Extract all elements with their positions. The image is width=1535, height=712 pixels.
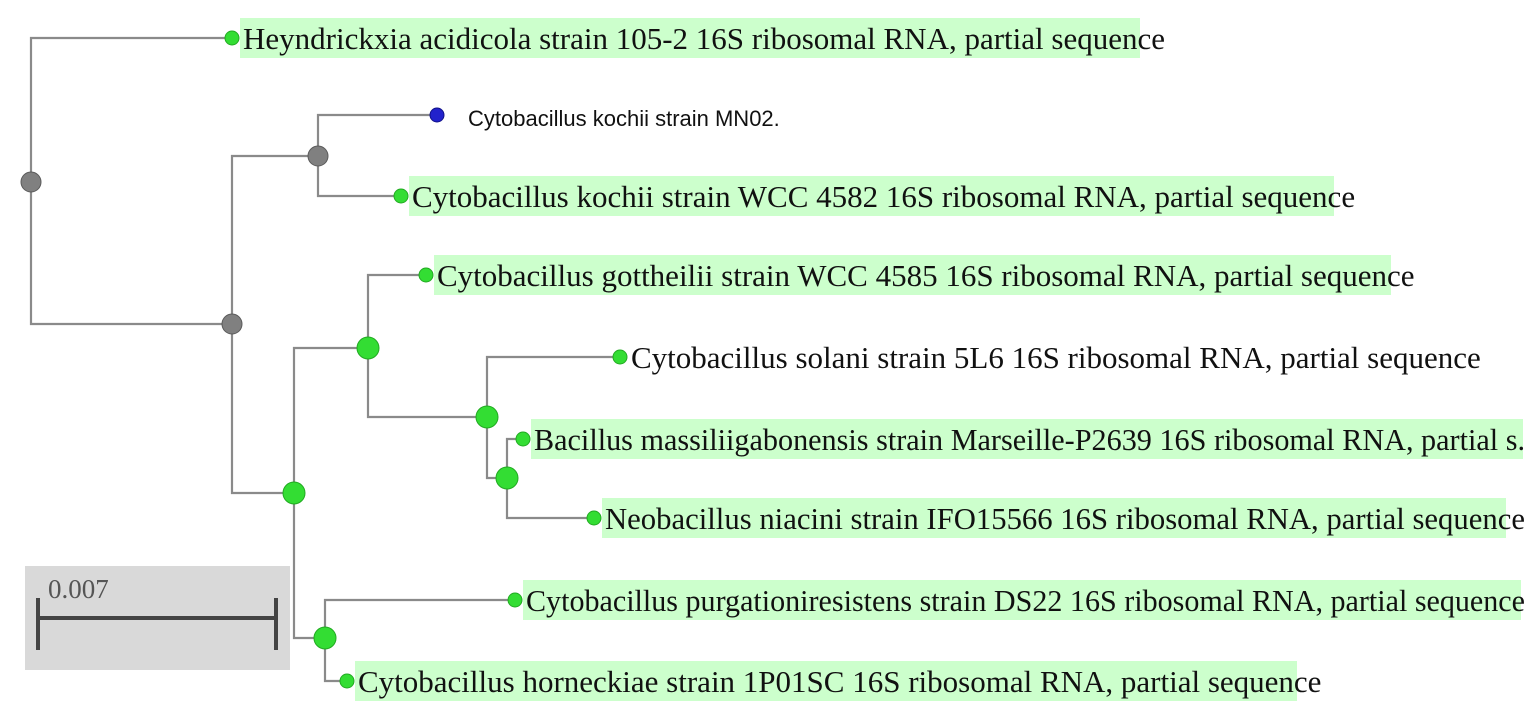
leaf-highlight-kochii-wcc4582: [409, 176, 1334, 216]
branch-D-gottheilii: [366, 273, 426, 348]
leaf-label-solani[interactable]: Cytobacillus solani strain 5L6 16S ribos…: [631, 340, 1481, 375]
leaf-labels: Heyndrickxia acidicola strain 105-2 16S …: [243, 21, 1525, 699]
branch-E-solani: [485, 355, 620, 417]
internal-node-A[interactable]: [307, 145, 329, 167]
leaf-highlight-purgationiresistens: [523, 580, 1521, 620]
branch-root-B: [29, 182, 232, 326]
branch-C-G: [292, 493, 325, 640]
scale-bar: 0.007: [25, 566, 290, 670]
branch-B-C: [230, 324, 294, 495]
internal-node-B[interactable]: [221, 313, 243, 335]
leaf-label-kochii-mn02[interactable]: Cytobacillus kochii strain MN02.: [468, 106, 780, 131]
internal-node-F[interactable]: [495, 466, 519, 490]
branch-A-kochii-mn02: [316, 113, 437, 156]
leaf-node-purgationiresistens[interactable]: [507, 592, 523, 608]
leaf-node-niacini[interactable]: [586, 510, 602, 526]
leaf-node-massiliigabonensis[interactable]: [515, 431, 531, 447]
leaf-label-niacini[interactable]: Neobacillus niacini strain IFO15566 16S …: [605, 501, 1525, 536]
leaf-label-purgationiresistens[interactable]: Cytobacillus purgationiresistens strain …: [526, 583, 1525, 618]
branch-D-E: [366, 348, 487, 419]
leaf-highlight-niacini: [602, 498, 1506, 538]
leaf-node-gottheilii[interactable]: [418, 267, 434, 283]
leaf-highlights: [240, 18, 1523, 701]
internal-node-root[interactable]: [20, 171, 42, 193]
leaf-label-massiliigabonensis[interactable]: Bacillus massiliigabonensis strain Marse…: [534, 422, 1525, 457]
internal-node-G[interactable]: [313, 626, 337, 650]
branch-G-purgationiresistens: [323, 598, 515, 638]
scale-bar-label: 0.007: [48, 574, 109, 604]
branch-F-niacini: [505, 478, 594, 520]
leaf-highlight-massiliigabonensis: [531, 419, 1523, 459]
leaf-highlight-horneckiae: [355, 661, 1297, 701]
leaf-highlight-heyndrickxia: [240, 18, 1140, 58]
branch-B-A: [230, 154, 318, 324]
internal-node-C[interactable]: [282, 481, 306, 505]
leaf-node-solani[interactable]: [612, 349, 628, 365]
leaf-label-gottheilii[interactable]: Cytobacillus gottheilii strain WCC 4585 …: [437, 258, 1415, 293]
leaf-highlight-gottheilii: [434, 255, 1391, 295]
internal-node-E[interactable]: [475, 405, 499, 429]
internal-node-D[interactable]: [356, 336, 380, 360]
leaf-label-kochii-wcc4582[interactable]: Cytobacillus kochii strain WCC 4582 16S …: [412, 179, 1355, 214]
leaf-node-kochii-mn02[interactable]: [429, 107, 445, 123]
branch-C-D: [292, 346, 368, 493]
leaf-node-horneckiae[interactable]: [339, 673, 355, 689]
leaf-label-heyndrickxia[interactable]: Heyndrickxia acidicola strain 105-2 16S …: [243, 21, 1165, 56]
branch-root-heyndrickxia: [29, 36, 232, 182]
leaf-label-horneckiae[interactable]: Cytobacillus horneckiae strain 1P01SC 16…: [358, 664, 1321, 699]
leaf-node-kochii-wcc4582[interactable]: [393, 188, 409, 204]
tree-nodes: [20, 30, 628, 689]
leaf-node-heyndrickxia[interactable]: [224, 30, 240, 46]
branch-A-kochii-wcc4582: [316, 156, 401, 198]
